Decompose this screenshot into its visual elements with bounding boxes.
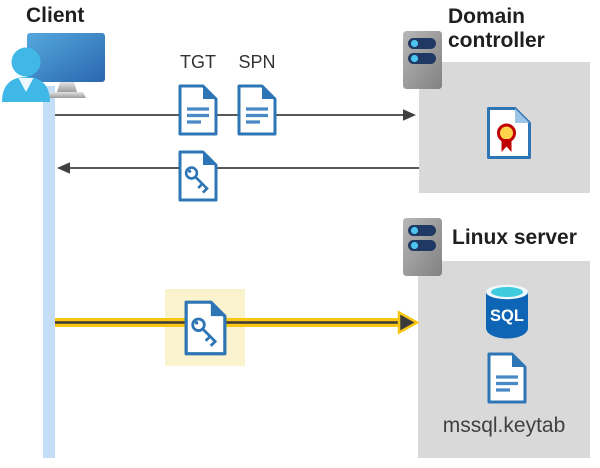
domain-controller-server-icon bbox=[403, 31, 442, 89]
monitor-icon bbox=[27, 33, 105, 98]
tgt-label: TGT bbox=[180, 52, 216, 72]
arrow-right-head bbox=[403, 109, 416, 121]
tgt-document-icon bbox=[178, 84, 218, 136]
domain-controller-label: Domain controller bbox=[448, 5, 545, 53]
user-icon bbox=[2, 47, 50, 102]
keytab-document-icon bbox=[487, 352, 527, 404]
sql-label: SQL bbox=[490, 307, 524, 325]
sql-database-icon: SQL bbox=[486, 284, 528, 339]
spn-document-icon bbox=[237, 84, 277, 136]
key-file-icon bbox=[178, 150, 218, 202]
linux-server-icon bbox=[403, 218, 442, 276]
spn-label: SPN bbox=[238, 52, 276, 72]
linux-server-label: Linux server bbox=[452, 226, 577, 249]
client-computer-user-icon bbox=[2, 33, 105, 102]
client-label: Client bbox=[26, 4, 85, 27]
request-arrow-client-to-dc bbox=[55, 109, 416, 121]
client-lifeline bbox=[43, 86, 55, 458]
yellow-arrow-head bbox=[397, 310, 420, 335]
keytab-key-file-icon bbox=[184, 300, 227, 356]
arrow-left-head bbox=[57, 162, 70, 174]
response-arrow-dc-to-client bbox=[57, 162, 419, 174]
keytab-auth-arrow-client-to-linux bbox=[55, 310, 420, 335]
keytab-filename-label: mssql.keytab bbox=[442, 414, 566, 437]
certificate-icon bbox=[487, 107, 531, 159]
